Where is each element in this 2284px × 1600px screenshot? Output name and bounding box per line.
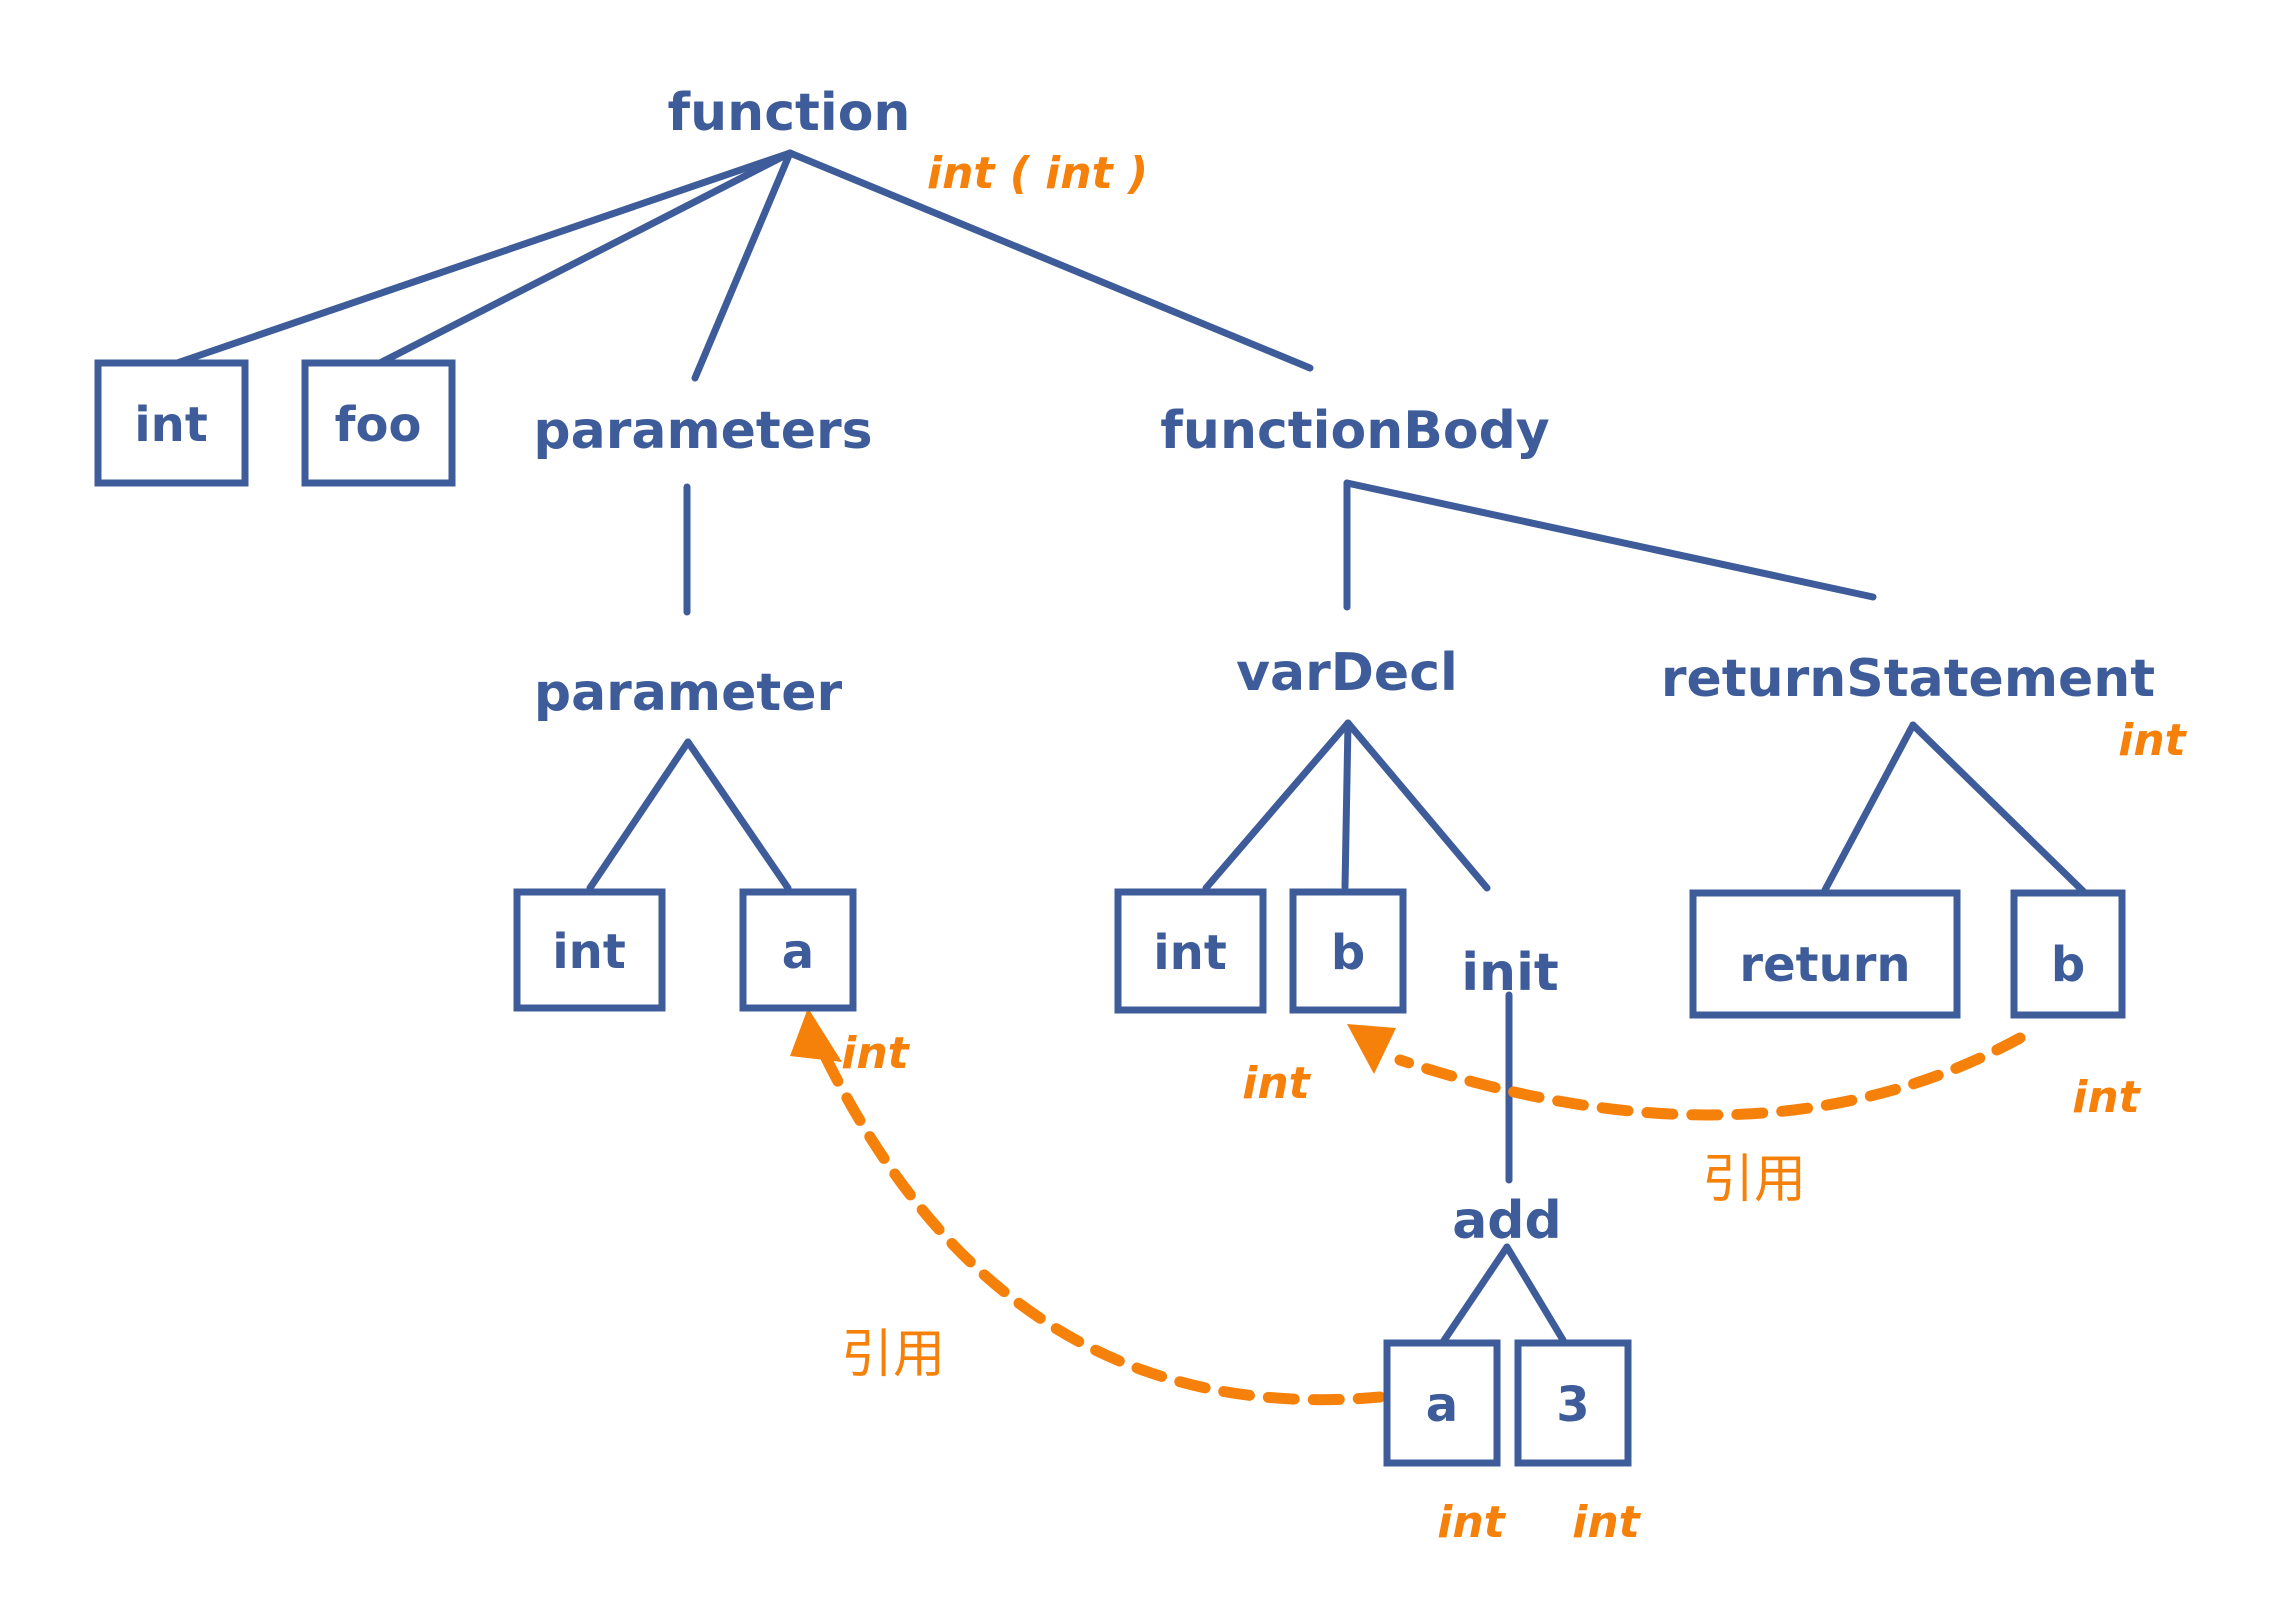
box-return-value bbox=[2010, 889, 2126, 1019]
reference-label-a: 引用 bbox=[841, 1325, 945, 1385]
box-vardecl-name bbox=[1289, 888, 1407, 1014]
box-param-type bbox=[513, 888, 666, 1012]
node-add-left: a bbox=[1426, 1377, 1458, 1433]
node-returnstatement: returnStatement bbox=[1661, 649, 2155, 709]
box-return-keyword bbox=[1689, 889, 1961, 1019]
node-function: function bbox=[668, 83, 911, 143]
edge-parameter-to-a bbox=[684, 738, 792, 892]
annotation-return-type: int bbox=[2118, 715, 2187, 766]
tree-edges bbox=[173, 149, 2088, 1346]
node-param-name: a bbox=[782, 924, 814, 980]
edge-function-to-int bbox=[173, 149, 794, 367]
node-add-right: 3 bbox=[1556, 1377, 1589, 1433]
edge-returnstatement-to-b bbox=[1909, 721, 2088, 896]
edge-returnstatement-to-return bbox=[1821, 721, 1917, 894]
tree-boxes bbox=[94, 359, 2126, 1467]
arrowhead-a-icon bbox=[790, 1008, 842, 1062]
box-return-type bbox=[94, 359, 249, 487]
node-parameters: parameters bbox=[533, 401, 872, 461]
node-vardecl-name: b bbox=[1331, 925, 1365, 981]
node-return-value: b bbox=[2051, 937, 2085, 993]
edge-add-to-3 bbox=[1503, 1243, 1567, 1344]
edge-add-to-a bbox=[1439, 1243, 1511, 1346]
annotation-return-b-type: int bbox=[2072, 1072, 2141, 1123]
annotation-function-type: int ( int ) bbox=[927, 148, 1148, 199]
edge-parameter-to-int bbox=[586, 738, 692, 892]
reference-label-b: 引用 bbox=[1702, 1150, 1806, 1210]
node-param-type: int bbox=[552, 924, 626, 980]
box-add-right bbox=[1514, 1339, 1632, 1467]
edge-function-to-functionbody bbox=[786, 149, 1314, 372]
node-add: add bbox=[1452, 1191, 1562, 1251]
node-vardecl-type: int bbox=[1153, 925, 1227, 981]
annotation-param-a-type: int bbox=[841, 1028, 910, 1079]
node-init: init bbox=[1461, 943, 1559, 1003]
box-vardecl-type bbox=[1114, 888, 1267, 1014]
edge-functionbody-to-returnstatement bbox=[1343, 479, 1877, 601]
annotation-add-3-type: int bbox=[1572, 1497, 1641, 1548]
edge-vardecl-to-b bbox=[1341, 719, 1352, 891]
node-parameter: parameter bbox=[534, 663, 843, 723]
arrowhead-b-icon bbox=[1347, 1024, 1396, 1074]
edge-function-to-parameters bbox=[691, 149, 794, 382]
node-return-type: int bbox=[134, 397, 208, 453]
reference-curve-a bbox=[820, 1052, 1386, 1406]
box-add-left bbox=[1383, 1339, 1501, 1467]
node-functionbody: functionBody bbox=[1160, 401, 1549, 461]
edge-vardecl-to-int bbox=[1202, 719, 1352, 892]
reference-curve-b bbox=[1394, 1032, 2026, 1121]
annotation-add-a-type: int bbox=[1437, 1497, 1506, 1548]
box-function-name bbox=[301, 359, 456, 487]
reference-arrows bbox=[790, 1008, 2026, 1406]
node-vardecl: varDecl bbox=[1236, 643, 1458, 703]
edge-function-to-foo bbox=[376, 149, 794, 367]
edge-vardecl-to-init bbox=[1344, 719, 1491, 892]
annotation-var-b-type: int bbox=[1242, 1058, 1311, 1109]
node-function-name: foo bbox=[335, 397, 422, 453]
box-param-name bbox=[739, 888, 857, 1012]
node-return-keyword: return bbox=[1739, 937, 1910, 993]
